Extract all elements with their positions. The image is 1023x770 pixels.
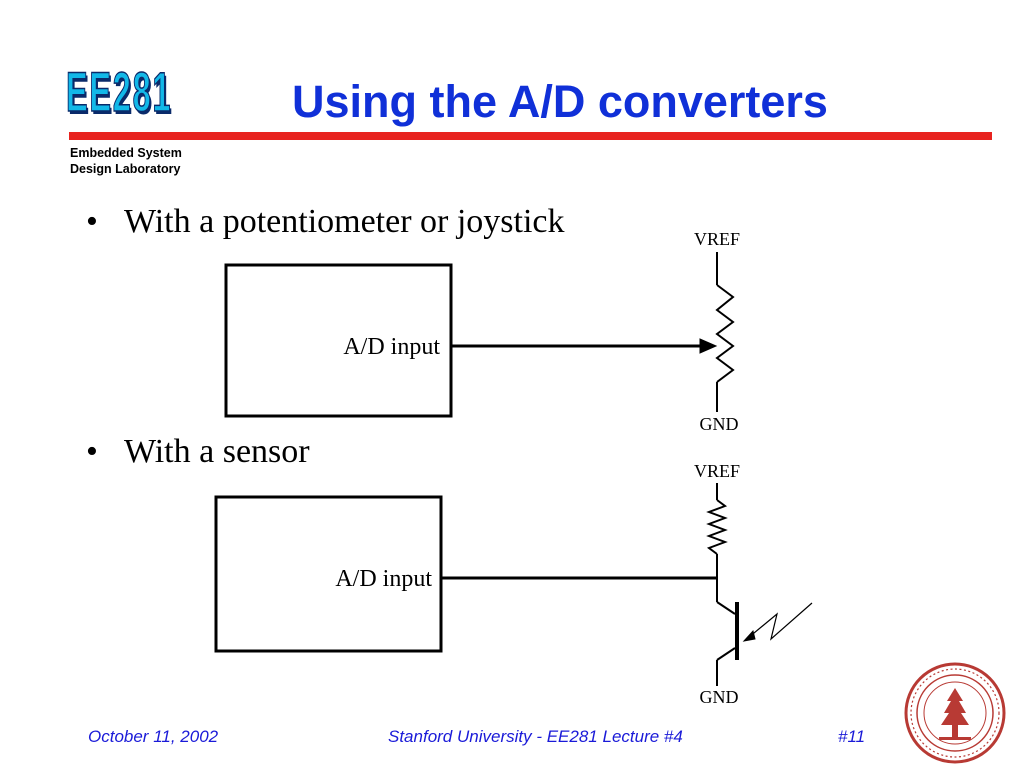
ad-input-box (224, 263, 453, 418)
lab-name-line-1: Embedded System (70, 146, 182, 160)
resistor-icon (706, 499, 728, 555)
footer-date: October 11, 2002 (88, 727, 219, 746)
resistor-icon (715, 284, 735, 383)
title-underline (69, 132, 992, 140)
light-ray-icon (747, 602, 813, 641)
footer-slide-number: #11 (838, 727, 866, 746)
potentiometer-circuit (224, 252, 735, 418)
footer-course: Stanford University - EE281 Lecture #4 (388, 727, 683, 746)
ee281-logo: EE281 (66, 58, 206, 130)
vref-label: VREF (694, 461, 740, 481)
gnd-label: GND (700, 687, 739, 707)
bullet-text: With a potentiometer or joystick (124, 203, 565, 240)
bullet-text: With a sensor (124, 433, 310, 470)
light-arrow-icon (742, 629, 756, 642)
ad-input-label: A/D input (335, 566, 432, 592)
sensor-circuit (214, 483, 813, 686)
wiper-arrow-icon (699, 338, 718, 354)
gnd-label: GND (700, 414, 739, 434)
slide-title: Using the A/D converters (292, 76, 828, 127)
lab-name-line-2: Design Laboratory (70, 162, 181, 176)
bullet-potentiometer: • With a potentiometer or joystick (86, 202, 565, 242)
logo-text: EE281 (66, 59, 173, 124)
bullet-dot-icon: • (86, 433, 98, 470)
bullet-sensor: • With a sensor (86, 432, 310, 472)
ad-input-label: A/D input (343, 334, 440, 360)
collector-diagonal (716, 601, 736, 615)
ad-input-box (214, 495, 443, 653)
emitter-diagonal (716, 647, 736, 661)
stanford-seal-icon (904, 662, 1006, 764)
bullet-dot-icon: • (86, 203, 98, 240)
vref-label: VREF (694, 229, 740, 249)
